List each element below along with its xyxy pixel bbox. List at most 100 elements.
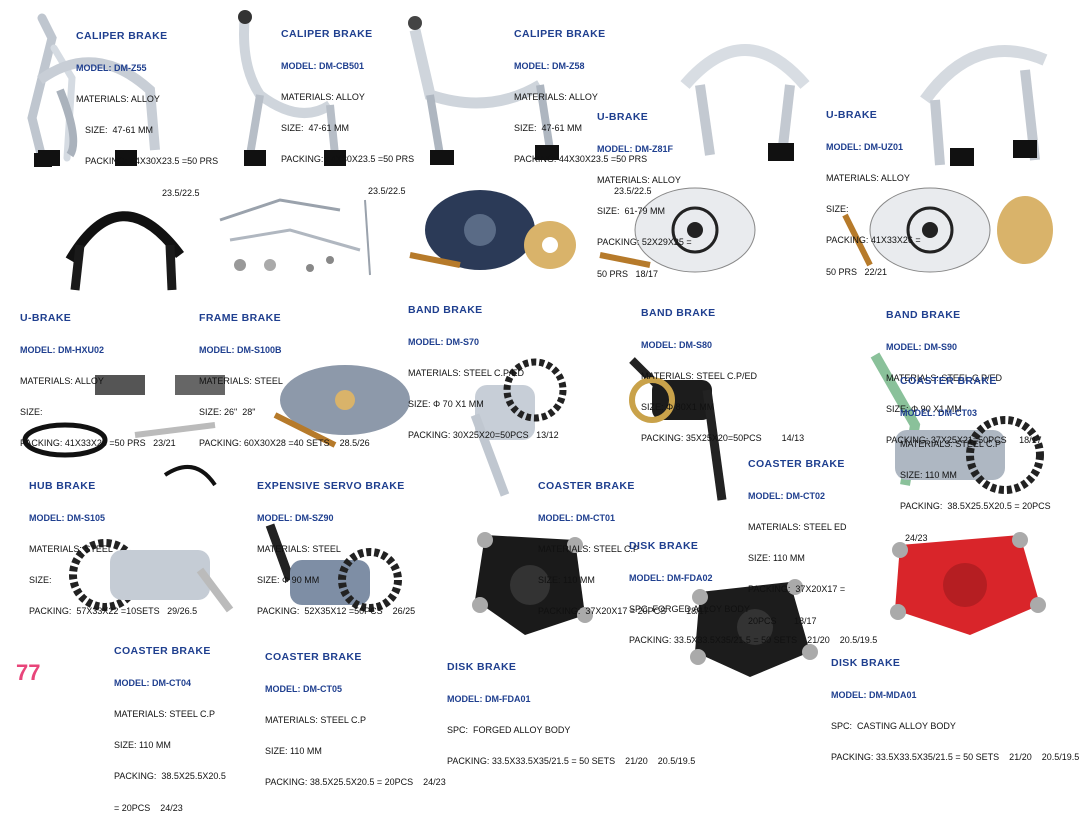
product-model: MODEL: DM-CT03 — [900, 407, 977, 418]
band-brake-image — [409, 190, 576, 270]
product-band-brake-dm-s70: BAND BRAKE MODEL: DM-S70 MATERIALS: STEE… — [408, 283, 559, 451]
band-brake-image — [842, 187, 1053, 273]
spec-line: = 20PCS 24/23 — [114, 802, 183, 813]
spec-line: MATERIALS: STEEL C.P — [538, 543, 640, 554]
product-model: MODEL: DM-CT02 — [748, 490, 825, 501]
product-model: MODEL: DM-S90 — [886, 341, 958, 352]
spec-line: MATERIALS: STEEL — [199, 375, 283, 386]
spec-line: PACKING: 57X33X22 =10SETS 29/26.5 — [29, 606, 198, 617]
page-number: 77 — [16, 660, 41, 685]
product-title: FRAME BRAKE — [199, 311, 281, 324]
product-title: CALIPER BRAKE — [76, 29, 168, 42]
product-model: MODEL: DM-CT01 — [538, 512, 615, 523]
product-title: U-BRAKE — [597, 110, 649, 123]
product-coaster-brake-dm-ct02: COASTER BRAKE MODEL: DM-CT02 MATERIALS: … — [748, 437, 847, 636]
spec-line: SIZE: Φ 90 X1 MM — [886, 404, 962, 415]
spec-line: PACKING: 37X20X17 = — [748, 584, 846, 595]
spec-line: SIZE: 47-61 MM — [85, 125, 154, 136]
band-brake-image — [599, 187, 756, 273]
product-model: MODEL: DM-S105 — [29, 512, 106, 523]
spec-line: 20PCS 18/17 — [748, 615, 817, 626]
product-model: MODEL: DM-FDA01 — [447, 693, 531, 704]
product-disk-brake-dm-fda01: DISK BRAKE MODEL: DM-FDA01 SPC: FORGED A… — [447, 640, 695, 777]
product-model: MODEL: DM-Z55 — [76, 62, 147, 73]
product-u-brake-dm-hxu02: U-BRAKE MODEL: DM-HXU02 MATERIALS: ALLOY… — [20, 291, 176, 459]
product-title: CALIPER BRAKE — [514, 27, 606, 40]
spec-line: SIZE: 26" 28" — [199, 407, 256, 418]
product-model: MODEL: DM-UZ01 — [826, 141, 903, 152]
disk-brake-image — [890, 532, 1046, 635]
spec-line: SIZE: 47-61 MM — [281, 123, 350, 134]
u-brake-image — [920, 45, 1048, 166]
product-model: MODEL: DM-Z81F — [597, 143, 673, 154]
product-title: COASTER BRAKE — [538, 479, 635, 492]
product-band-brake-dm-s80: BAND BRAKE MODEL: DM-S80 MATERIALS: STEE… — [641, 286, 804, 454]
spec-line: MATERIALS: ALLOY — [76, 93, 160, 104]
u-brake-image — [65, 211, 184, 291]
spec-line: 50 PRS 18/17 — [597, 268, 659, 279]
product-title: U-BRAKE — [20, 311, 72, 324]
spec-line: SIZE: Φ 80X1 MM — [641, 402, 715, 413]
product-u-brake-dm-uz01: U-BRAKE MODEL: DM-UZ01 MATERIALS: ALLOY … — [826, 88, 921, 287]
spec-line: MATERIALS: STEEL C.P/ED — [408, 367, 525, 378]
product-title: U-BRAKE — [826, 108, 878, 121]
spec-line: 23.5/22.5 — [368, 185, 406, 196]
spec-line: MATERIALS: STEEL — [257, 543, 341, 554]
caliper-brake-image — [37, 57, 160, 166]
spec-line: SIZE: — [29, 575, 52, 586]
spec-line: SPC: CASTING ALLOY BODY — [831, 720, 956, 731]
spec-line: SIZE: 61-79 MM — [597, 206, 666, 217]
product-title: DISK BRAKE — [629, 539, 699, 552]
spec-line: PACKING: 44X30X23.5 =50 PRS — [514, 154, 648, 165]
product-model: MODEL: DM-CB501 — [281, 60, 365, 71]
product-servo-brake-dm-sz90: EXPENSIVE SERVO BRAKE MODEL: DM-SZ90 MAT… — [257, 459, 415, 627]
product-model: MODEL: DM-Z58 — [514, 60, 585, 71]
product-band-brake-dm-s90: BAND BRAKE MODEL: DM-S90 MATERIALS: STEE… — [886, 288, 1042, 456]
spec-line: 50 PRS 22/21 — [826, 266, 888, 277]
spec-line: SIZE: — [20, 407, 43, 418]
product-model: MODEL: DM-MDA01 — [831, 689, 917, 700]
spec-line: PACKING: 41X33X26 =50 PRS 23/21 — [20, 438, 176, 449]
product-coaster-brake-dm-ct04: COASTER BRAKE MODEL: DM-CT04 MATERIALS: … — [114, 624, 226, 823]
spec-line: SPC: FORGED ALLOY BODY — [629, 603, 750, 614]
product-model: MODEL: DM-CT04 — [114, 677, 191, 688]
disk-brake-image — [472, 532, 593, 635]
product-title: COASTER BRAKE — [114, 644, 211, 657]
spec-line: SIZE: 110 MM — [265, 746, 322, 757]
spec-line: PACKING: 60X30X28 =40 SETS 28.5/26 — [199, 438, 370, 449]
product-u-brake-dm-z81f: U-BRAKE MODEL: DM-Z81F MATERIALS: ALLOY … — [597, 90, 692, 289]
coaster-brake-image — [870, 352, 1044, 494]
product-coaster-brake-dm-ct03: COASTER BRAKE MODEL: DM-CT03 MATERIALS: … — [900, 354, 1051, 553]
servo-brake-image — [273, 365, 410, 448]
spec-line: 23.5/22.5 — [162, 187, 200, 198]
coaster-brake-image — [470, 358, 567, 497]
spec-line: MATERIALS: ALLOY — [597, 174, 681, 185]
spec-line: SIZE: 110 MM — [900, 470, 957, 481]
frame-brake-image — [219, 198, 371, 276]
product-model: MODEL: DM-S80 — [641, 339, 713, 350]
spec-line: PACKING: 33.5X33.5X35/21.5 = 50 SETS 21/… — [629, 635, 878, 646]
product-model: MODEL: DM-S70 — [408, 336, 480, 347]
spec-line: PACKING: 33.5X33.5X35/21.5 = 50 SETS 21/… — [447, 756, 696, 767]
spec-line: PACKING: 52X29X25 = — [597, 237, 692, 248]
spec-line: SIZE: 110 MM — [538, 575, 595, 586]
spec-line: MATERIALS: ALLOY — [20, 375, 104, 386]
spec-line: MATERIALS: ALLOY — [514, 91, 598, 102]
spec-line: PACKING: 38.5X25.5X20.5 = 20PCS — [900, 501, 1051, 512]
product-model: MODEL: DM-SZ90 — [257, 512, 334, 523]
product-caliper-dm-z55: CALIPER BRAKE MODEL: DM-Z55 MATERIALS: A… — [76, 9, 218, 208]
spec-line: PACKING: 38.5X25.5X20.5 = 20PCS 24/23 — [265, 777, 446, 788]
product-title: DISK BRAKE — [831, 656, 901, 669]
spec-line: PACKING: 38.5X25.5X20.5 — [114, 771, 226, 782]
product-title: COASTER BRAKE — [265, 650, 362, 663]
spec-line: MATERIALS: STEEL ED — [748, 521, 847, 532]
product-title: COASTER BRAKE — [900, 374, 997, 387]
spec-line: MATERIALS: STEEL C.P — [265, 714, 367, 725]
spec-line: MATERIALS: STEEL C.P/ED — [886, 372, 1003, 383]
spec-line: MATERIALS: STEEL C.P — [900, 438, 1002, 449]
spec-line: PACKING: 35X25X20=50PCS 14/13 — [641, 433, 805, 444]
product-coaster-brake-dm-ct05: COASTER BRAKE MODEL: DM-CT05 MATERIALS: … — [265, 630, 446, 798]
product-disk-brake-dm-fda02: DISK BRAKE MODEL: DM-FDA02 SPC: FORGED A… — [629, 519, 877, 656]
product-title: BAND BRAKE — [886, 308, 961, 321]
spec-line: MATERIALS: STEEL — [29, 543, 113, 554]
